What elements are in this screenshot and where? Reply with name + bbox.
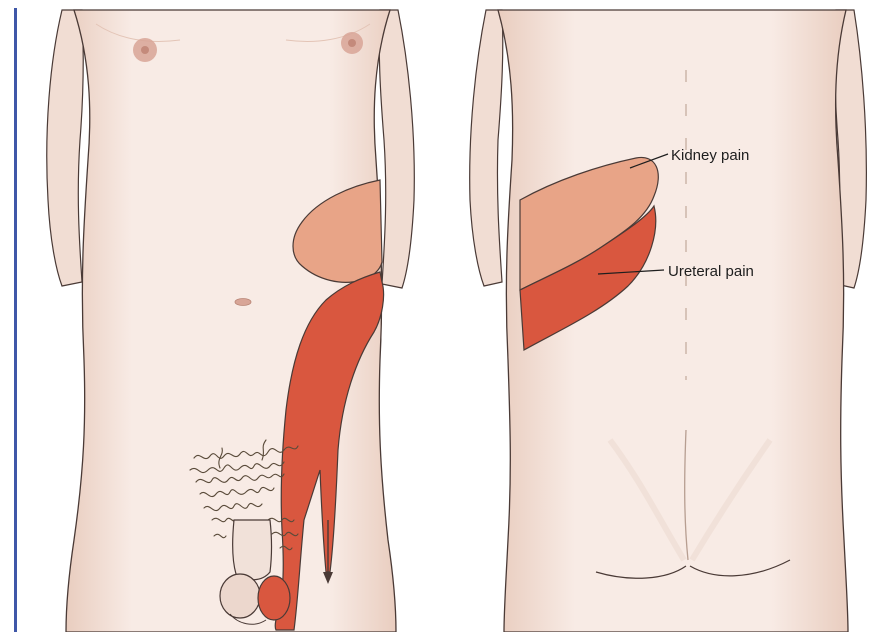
ureteral-pain-label: Ureteral pain xyxy=(668,263,754,280)
kidney-pain-label: Kidney pain xyxy=(671,147,749,164)
front-nipple-left xyxy=(133,38,157,62)
front-view-figure xyxy=(47,10,415,632)
front-navel xyxy=(235,299,251,306)
frame-border xyxy=(14,8,17,632)
back-view-figure: Kidney pain Ureteral pain xyxy=(470,10,867,632)
front-right-arm xyxy=(379,10,414,288)
front-nipple-right xyxy=(341,32,363,54)
front-genitalia-scrotum-right xyxy=(258,576,290,620)
front-genitalia-scrotum-left xyxy=(220,574,260,618)
front-genitalia-penis xyxy=(233,520,272,580)
back-left-arm xyxy=(470,10,503,286)
front-left-arm xyxy=(47,10,84,286)
